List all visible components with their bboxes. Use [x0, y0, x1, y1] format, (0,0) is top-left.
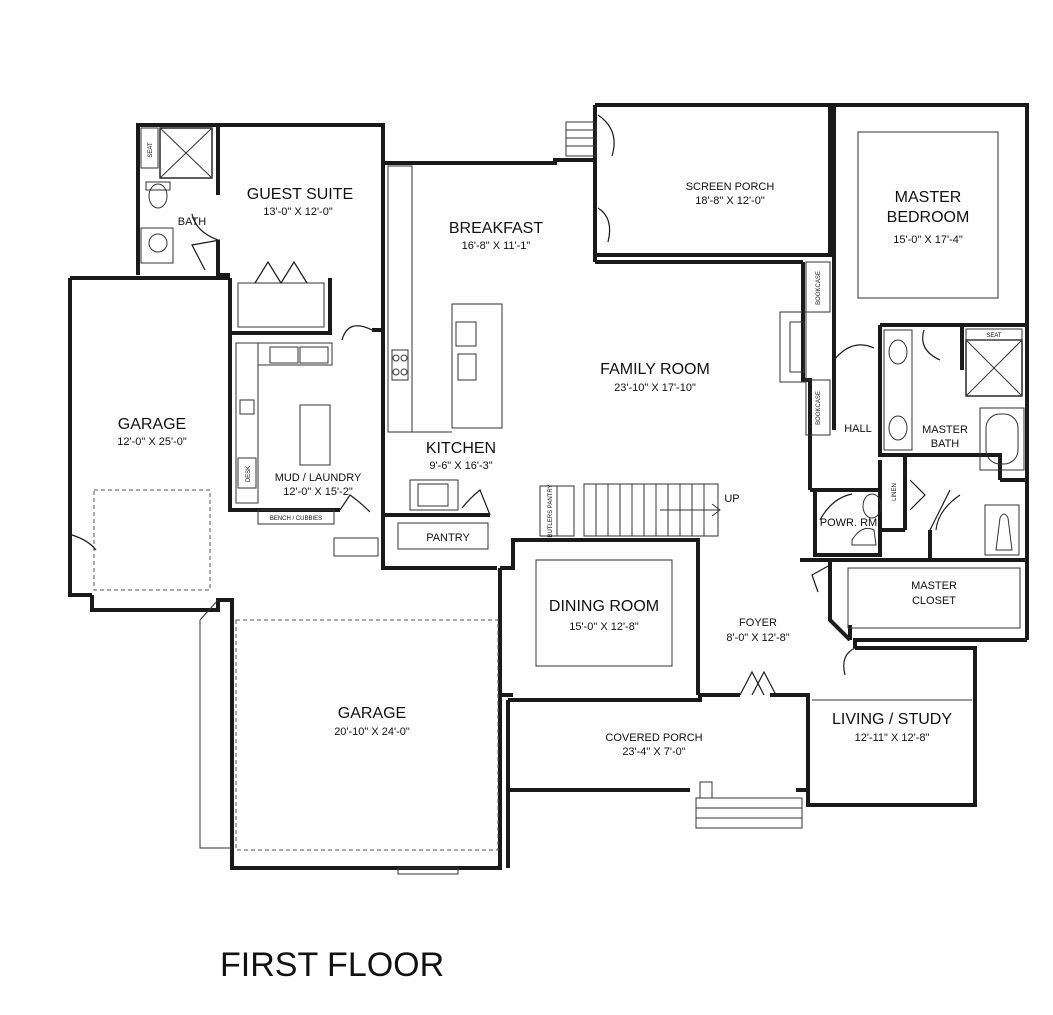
master-bath-label-2: BATH — [931, 438, 960, 450]
dining-room-dim: 15'-0" X 12'-8" — [569, 621, 639, 633]
fixtures — [71, 114, 1025, 875]
foyer-label: FOYER — [739, 617, 777, 629]
garage-main-dim: 20'-10" X 24'-0" — [334, 726, 410, 738]
mud-laundry-label: MUD / LAUNDRY — [275, 472, 362, 484]
covered-porch-label: COVERED PORCH — [605, 732, 702, 744]
master-bedroom-label-1: MASTER — [895, 189, 962, 206]
walls — [68, 103, 1029, 870]
garage-main-label: GARAGE — [338, 705, 406, 722]
living-study-label: LIVING / STUDY — [832, 711, 952, 728]
seat-guest-label: SEAT — [148, 142, 154, 158]
room-labels: GUEST SUITE 13'-0" X 12'-0" BATH BREAKFA… — [117, 181, 969, 758]
hall-label: HALL — [844, 423, 872, 435]
family-room-label: FAMILY ROOM — [600, 361, 710, 378]
master-bedroom-label-2: BEDROOM — [887, 209, 970, 226]
bookcase-upper-label: BOOKCASE — [816, 271, 822, 305]
fixture-labels: SEAT SEAT BOOKCASE BOOKCASE DESK BENCH /… — [148, 142, 1002, 538]
living-study-dim: 12'-11" X 12'-8" — [855, 732, 930, 744]
screen-porch-label: SCREEN PORCH — [686, 181, 775, 193]
linen-label: LINEN — [892, 483, 898, 501]
foyer-dim: 8'-0" X 12'-8" — [726, 632, 789, 644]
master-closet-label-2: CLOSET — [912, 595, 956, 607]
kitchen-label: KITCHEN — [426, 440, 496, 457]
bench-label: BENCH / CUBBIES — [270, 516, 322, 522]
kitchen-dim: 9'-6" X 16'-3" — [429, 460, 492, 472]
dining-room-label: DINING ROOM — [549, 598, 659, 615]
master-bedroom-dim: 15'-0" X 17'-4" — [893, 234, 963, 246]
guest-suite-label: GUEST SUITE — [247, 186, 353, 203]
desk-label: DESK — [246, 466, 252, 482]
guest-suite-dim: 13'-0" X 12'-0" — [263, 206, 333, 218]
bookcase-lower-label: BOOKCASE — [816, 391, 822, 425]
master-bath-label-1: MASTER — [922, 424, 968, 436]
screen-porch-dim: 18'-8" X 12'-0" — [695, 195, 765, 207]
family-room-dim: 23'-10" X 17'-10" — [614, 382, 696, 394]
covered-porch-dim: 23'-4" X 7'-0" — [622, 746, 685, 758]
mud-laundry-dim: 12'-0" X 15'-2" — [283, 486, 353, 498]
breakfast-label: BREAKFAST — [449, 220, 543, 237]
powder-room-label: POWR. RM. — [820, 517, 881, 529]
garage-left-dim: 12'-0" X 25'-0" — [117, 436, 187, 448]
butlers-pantry-label: BUTLERS PANTRY — [548, 484, 554, 537]
breakfast-dim: 16'-8" X 11'-1" — [462, 240, 531, 252]
pantry-label: PANTRY — [426, 532, 470, 544]
bath-label: BATH — [178, 216, 207, 228]
seat-master-label: SEAT — [986, 333, 1002, 339]
up-label: UP — [724, 493, 739, 505]
garage-left-label: GARAGE — [118, 416, 186, 433]
master-closet-label-1: MASTER — [911, 580, 957, 592]
floor-title: FIRST FLOOR — [220, 946, 444, 984]
